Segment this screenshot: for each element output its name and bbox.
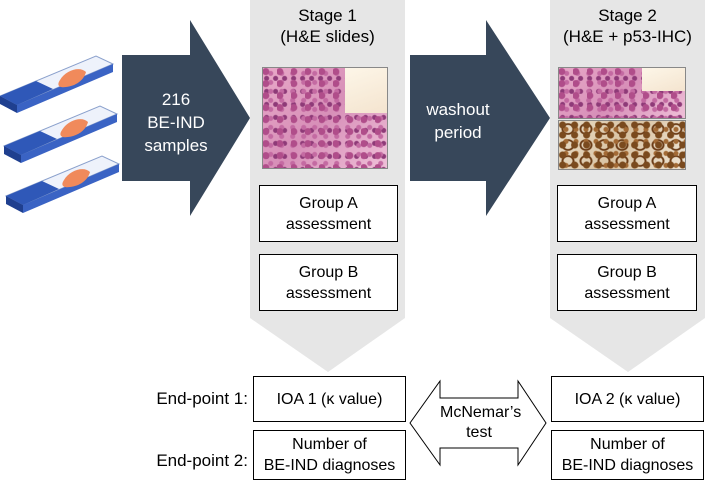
stage2-group-b-label: Group B xyxy=(597,263,657,281)
stage1-group-a-label: Group A xyxy=(299,194,358,212)
stage2-title: Stage 2 xyxy=(598,6,657,25)
stage1-group-a-assessment: assessment xyxy=(285,215,372,233)
diagnoses1-text: BE-IND diagnoses xyxy=(263,457,396,474)
stage2-p53-ihc-micrograph xyxy=(558,120,686,170)
stage2-group-b-assessment: assessment xyxy=(584,284,670,302)
slide-1 xyxy=(0,55,115,113)
ioa2-box: IOA 2 (κ value) xyxy=(551,376,704,422)
sample-count: 216 xyxy=(161,90,191,109)
stage1-subtitle: (H&E slides) xyxy=(280,27,375,46)
stage1-group-a-box: Group A assessment xyxy=(259,185,398,242)
ioa1-box: IOA 1 (κ value) xyxy=(253,376,406,422)
mcnemar-test-label: McNemar’s test xyxy=(440,403,522,443)
stage2-group-b-box: Group B assessment xyxy=(557,254,697,311)
washout-arrow-text: washout period xyxy=(410,98,506,144)
samples-word: samples xyxy=(144,136,208,155)
slide-3 xyxy=(4,155,121,213)
stage1-heading: Stage 1 (H&E slides) xyxy=(250,5,405,47)
ioa2-text: IOA 2 (κ value) xyxy=(574,390,681,408)
stage1-group-b-box: Group B assessment xyxy=(259,254,398,311)
stage2-subtitle: (H&E + p53-IHC) xyxy=(563,27,692,46)
input-arrow-text: 216 BE-IND samples xyxy=(124,88,228,157)
stage2-group-a-box: Group A assessment xyxy=(557,185,697,242)
diagnoses2-box: Number of BE-IND diagnoses xyxy=(551,430,704,480)
ioa1-text: IOA 1 (κ value) xyxy=(276,390,383,408)
mcnemar-line2: test xyxy=(466,424,492,441)
diagnoses1-number-of: Number of xyxy=(292,436,367,453)
diagnoses2-text: BE-IND diagnoses xyxy=(561,457,694,474)
stage2-he-micrograph xyxy=(558,67,686,119)
stage2-group-a-label: Group A xyxy=(597,194,657,212)
sample-type: BE-IND xyxy=(147,113,205,132)
washout-arrow xyxy=(410,20,550,216)
input-arrow xyxy=(122,20,250,216)
diagnoses1-box: Number of BE-IND diagnoses xyxy=(253,430,406,480)
stage1-he-micrograph xyxy=(262,67,388,169)
washout-line2: period xyxy=(434,123,482,142)
stage1-title: Stage 1 xyxy=(298,6,357,25)
diagnoses2-number-of: Number of xyxy=(590,436,665,453)
stage1-group-b-assessment: assessment xyxy=(285,284,372,302)
stage2-group-a-assessment: assessment xyxy=(584,215,670,233)
slide-2 xyxy=(2,105,119,163)
washout-line1: washout xyxy=(426,100,490,119)
endpoint1-label: End-point 1: xyxy=(156,389,248,408)
stage2-heading: Stage 2 (H&E + p53-IHC) xyxy=(550,5,705,47)
mcnemar-line1: McNemar’s xyxy=(440,404,522,421)
stage1-group-b-label: Group B xyxy=(298,263,359,281)
endpoint2-label: End-point 2: xyxy=(156,451,248,470)
mcnemar-double-arrow xyxy=(409,379,547,467)
